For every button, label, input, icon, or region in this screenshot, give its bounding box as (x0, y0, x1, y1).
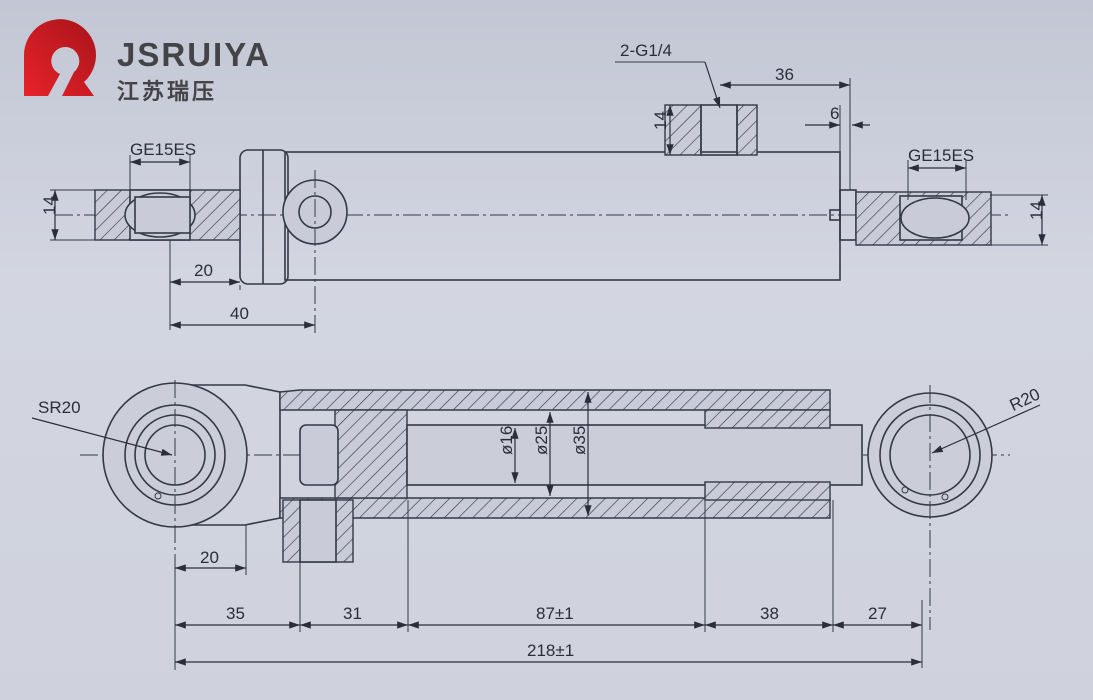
left-bearing-label: GE15ES (130, 140, 196, 159)
cylinder-barrel (284, 151, 841, 281)
gland-bottom (704, 481, 831, 501)
barrel-wall-top (279, 389, 831, 411)
segment-27-label: 27 (868, 604, 887, 623)
right-eye-width-label: 14 (1027, 201, 1046, 220)
port-wall-right (736, 104, 758, 156)
company-logo: JSRUIYA 江苏瑞压 (22, 18, 312, 104)
right-radius-label: R20 (1007, 385, 1043, 415)
segment-35-label: 35 (226, 604, 245, 623)
section-view: ø16 ø25 ø35 SR20 R20 20 35 31 87±1 38 27… (31, 380, 1043, 670)
gland-collar (239, 149, 289, 285)
port-callout-label: 2-G1/4 (620, 41, 672, 60)
logo-text: JSRUIYA (117, 36, 272, 73)
logo-chinese-text: 江苏瑞压 (117, 79, 218, 104)
left-clevis (175, 384, 281, 526)
logo-mark-icon (23, 19, 96, 97)
top-dim-40-label: 40 (230, 304, 249, 323)
end-gap-label: 6 (830, 104, 839, 123)
right-bearing-label: GE15ES (908, 146, 974, 165)
port-height-label: 14 (651, 111, 670, 130)
left-eye-width-label: 14 (40, 196, 59, 215)
top-view: 14 14 14 GE15ES GE15ES 36 6 2-G1/4 20 40 (40, 41, 1048, 335)
piston-nut (299, 424, 339, 486)
segment-87-label: 87±1 (536, 604, 574, 623)
overall-length-label: 218±1 (527, 641, 574, 660)
segment-38-label: 38 (760, 604, 779, 623)
left-radius-label: SR20 (38, 398, 81, 417)
top-dim-20-label: 20 (194, 261, 213, 280)
piston-rod-diameter-label: ø25 (532, 426, 551, 455)
bore-diameter-label: ø35 (570, 426, 589, 455)
section-dim-20-label: 20 (200, 548, 219, 567)
piston-rod (406, 424, 863, 486)
port-bore (700, 104, 738, 156)
barrel-wall-bottom (279, 497, 831, 519)
piston (334, 409, 408, 499)
port-offset-label: 36 (775, 65, 794, 84)
rod-diameter-label: ø16 (497, 426, 516, 455)
segment-31-label: 31 (343, 604, 362, 623)
gland-top (704, 409, 831, 429)
